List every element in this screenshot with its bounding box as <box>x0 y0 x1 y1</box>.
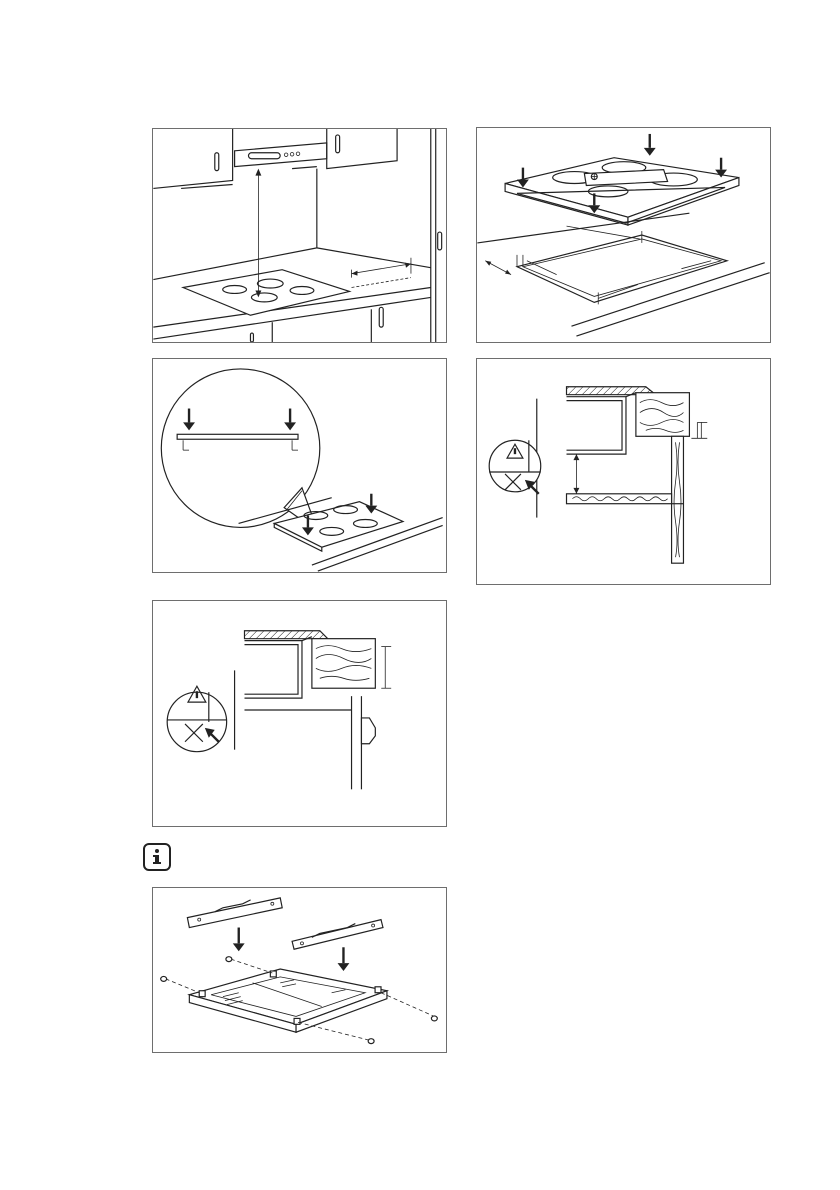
info-icon <box>143 843 171 871</box>
info-glyph <box>145 845 169 869</box>
figure-protection-box-assembly <box>152 887 447 1053</box>
figure-door-section <box>152 600 447 827</box>
door-cross-section-illustration <box>153 601 446 826</box>
protection-box-assembly-illustration <box>153 888 446 1052</box>
figure-seal-press <box>152 358 447 573</box>
hob-insertion-illustration <box>477 128 770 342</box>
figure-hob-into-cutout <box>476 127 771 343</box>
seal-press-detail-illustration <box>153 359 446 572</box>
figure-hood-clearance <box>152 128 447 343</box>
figure-drawer-section <box>476 358 771 585</box>
drawer-cross-section-illustration <box>477 359 770 584</box>
hood-and-hob-clearance-illustration <box>153 129 446 342</box>
